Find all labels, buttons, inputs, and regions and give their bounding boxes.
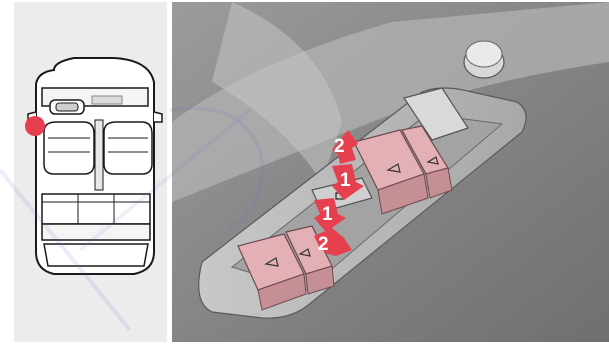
car-top-view-icon bbox=[14, 2, 167, 342]
car-locator-panel bbox=[14, 2, 167, 342]
door-armrest-illustration: 2 1 1 2 bbox=[172, 2, 609, 342]
svg-text:1: 1 bbox=[340, 170, 351, 191]
driver-door-marker-icon bbox=[25, 116, 45, 136]
svg-text:2: 2 bbox=[318, 234, 329, 255]
svg-text:2: 2 bbox=[334, 136, 345, 157]
svg-text:1: 1 bbox=[322, 204, 333, 225]
door-switch-panel: 2 1 1 2 bbox=[172, 2, 609, 342]
